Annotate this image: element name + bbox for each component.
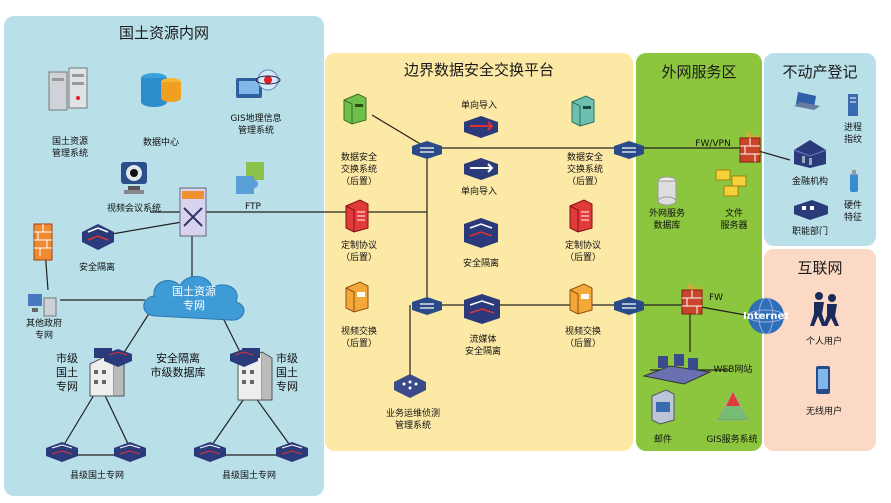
video-conf-label: 视频会议系统: [106, 204, 161, 214]
gis-service-icon[interactable]: [716, 390, 750, 428]
departments-server-icon[interactable]: [792, 196, 830, 226]
video-exchange-right-icon[interactable]: [566, 282, 596, 320]
land-system-label: 国土资源 管理系统: [51, 137, 88, 159]
cloud-icon: [138, 270, 250, 330]
one-way-top-label: 单向导入: [460, 101, 497, 111]
file-server-icon[interactable]: [714, 166, 752, 206]
ext-db-icon[interactable]: [656, 176, 678, 210]
fw-vpn-label: FW/VPN: [695, 139, 731, 149]
zone-realestate-title: 不动产登记: [782, 63, 858, 81]
city-net-left-label: 市级 国土 专网: [56, 352, 78, 393]
ops-console-icon[interactable]: [392, 372, 428, 404]
cloud-label: 国土资源 专网: [172, 285, 216, 312]
core-switch-icon[interactable]: [178, 186, 208, 242]
exchange-server-right-icon[interactable]: [568, 94, 598, 132]
county-router-1-icon[interactable]: [44, 440, 80, 468]
file-server-label: 文件 服务器: [720, 209, 748, 231]
personal-user-icon[interactable]: [808, 290, 842, 332]
mail-server-icon[interactable]: [648, 388, 678, 430]
security-gateway-icon[interactable]: [78, 222, 118, 256]
custom-protocol-left-icon[interactable]: [342, 198, 372, 238]
gis-service-label: GIS服务系统: [706, 435, 758, 445]
finance-building-icon[interactable]: [790, 136, 830, 174]
departments-label: 职能部门: [791, 227, 828, 237]
wireless-user-label: 无线用户: [805, 407, 842, 417]
security-iso-label: 安全隔离: [78, 263, 115, 273]
router-city-left-icon[interactable]: [102, 348, 134, 372]
data-exchange-left-label: 数据安全 交换系统 （后置）: [340, 153, 377, 187]
laptop-icon[interactable]: [792, 90, 822, 120]
zone-external: 外网服务区: [636, 53, 762, 451]
county-router-4-icon[interactable]: [274, 440, 310, 468]
ext-db-label: 外网服务 数据库: [648, 209, 685, 231]
zone-external-title: 外网服务区: [661, 63, 737, 81]
video-left-label: 视频交换 （后置）: [340, 327, 377, 349]
router-city-right-icon[interactable]: [228, 348, 260, 372]
zone-internet-title: 互联网: [797, 259, 843, 277]
switch-border-top-icon[interactable]: [410, 140, 444, 164]
switch-border-right-top-icon[interactable]: [612, 140, 646, 164]
county-router-2-icon[interactable]: [112, 440, 148, 468]
county-left-label: 县级国土专网: [69, 471, 124, 481]
internet-globe-icon[interactable]: [744, 296, 788, 340]
city-security-label: 安全隔离 市级数据库: [150, 352, 206, 379]
one-way-gateway-top-icon[interactable]: [462, 114, 500, 144]
wireless-phone-icon[interactable]: [814, 364, 832, 400]
hardware-label: 硬件 特征: [843, 201, 862, 223]
gis-globe-icon[interactable]: [232, 66, 282, 110]
one-way-mid-label: 单向导入: [460, 187, 497, 197]
custom-protocol-right-icon[interactable]: [566, 198, 596, 238]
firewall-icon[interactable]: [32, 222, 54, 266]
city-net-right-label: 市级 国土 专网: [276, 352, 298, 393]
server-rack-icon[interactable]: [45, 66, 93, 118]
switch-border-right-bottom-icon[interactable]: [612, 296, 646, 320]
ops-mgmt-label: 业务运维侦测 管理系统: [385, 409, 440, 431]
fw-label: FW: [708, 293, 724, 303]
custom-left-label: 定制协议 （后置）: [340, 241, 377, 263]
one-way-gateway-mid-icon[interactable]: [462, 156, 500, 186]
ftp-puzzle-icon[interactable]: [232, 160, 272, 202]
hardware-usb-icon[interactable]: [848, 168, 860, 198]
gis-system-label: GIS地理信息 管理系统: [230, 114, 282, 136]
stream-iso-label: 流媒体 安全隔离: [464, 335, 501, 357]
video-camera-icon[interactable]: [118, 160, 152, 202]
video-exchange-left-icon[interactable]: [342, 280, 372, 318]
web-cluster-icon[interactable]: [640, 350, 714, 390]
internet-label: Internet: [742, 311, 789, 322]
switch-border-bottom-icon[interactable]: [410, 296, 444, 320]
zone-internet: 互联网: [764, 249, 876, 451]
fw-vpn-firewall-icon[interactable]: [736, 124, 764, 168]
zone-internal-title: 国土资源内网: [118, 24, 209, 42]
county-router-3-icon[interactable]: [192, 440, 228, 468]
video-right-label: 视频交换 （后置）: [564, 327, 601, 349]
database-icon[interactable]: [138, 68, 184, 116]
progress-label: 进程 指纹: [843, 123, 862, 145]
mail-label: 邮件: [653, 435, 672, 445]
fw-firewall-icon[interactable]: [678, 276, 706, 320]
gov-workstation-icon[interactable]: [24, 290, 62, 322]
stream-iso-icon[interactable]: [462, 292, 502, 330]
data-exchange-right-label: 数据安全 交换系统 （后置）: [566, 153, 603, 187]
progress-tower-icon[interactable]: [846, 92, 860, 122]
other-gov-label: 其他政府 专网: [25, 319, 62, 341]
web-site-label: WEB网站: [713, 365, 753, 375]
data-center-label: 数据中心: [142, 138, 179, 148]
ftp-label: FTP: [245, 202, 261, 212]
zone-border-title: 边界数据安全交换平台: [403, 61, 554, 79]
custom-right-label: 定制协议 （后置）: [564, 241, 601, 263]
security-iso-border-icon[interactable]: [462, 216, 500, 254]
finance-label: 金融机构: [791, 177, 828, 187]
exchange-server-left-icon[interactable]: [340, 92, 370, 130]
county-right-label: 县级国土专网: [221, 471, 276, 481]
security-iso-border-label: 安全隔离: [462, 259, 499, 269]
personal-user-label: 个人用户: [805, 337, 842, 347]
